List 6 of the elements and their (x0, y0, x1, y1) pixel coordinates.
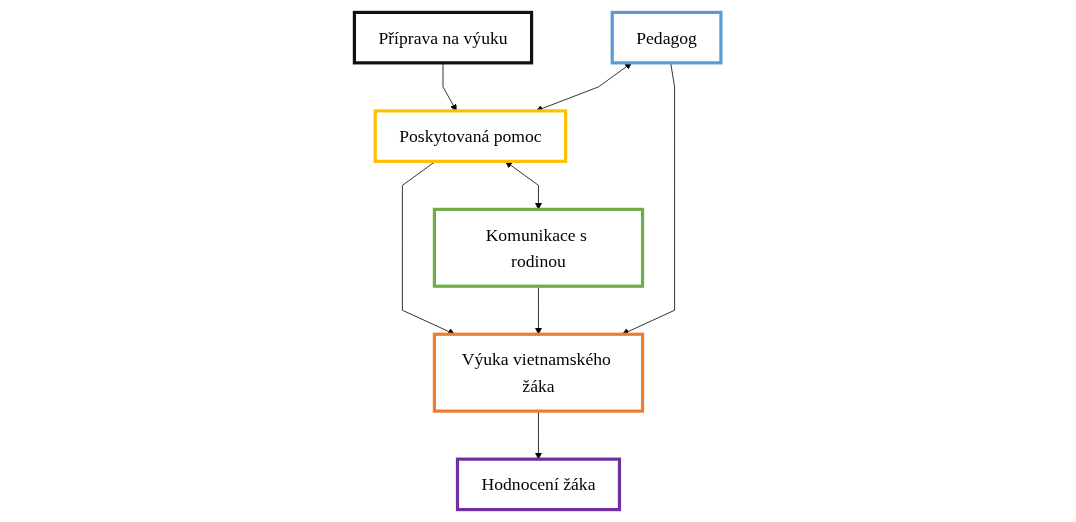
node-box: Poskytovaná pomoc (373, 109, 568, 163)
node-box: Pedagog (610, 10, 723, 65)
node-box: Hodnocení žáka (456, 457, 622, 512)
node-box: Komunikace s rodinou (433, 207, 645, 288)
node-box: Výuka vietnamského žáka (433, 332, 645, 413)
node-box: Příprava na výuku (353, 10, 534, 65)
